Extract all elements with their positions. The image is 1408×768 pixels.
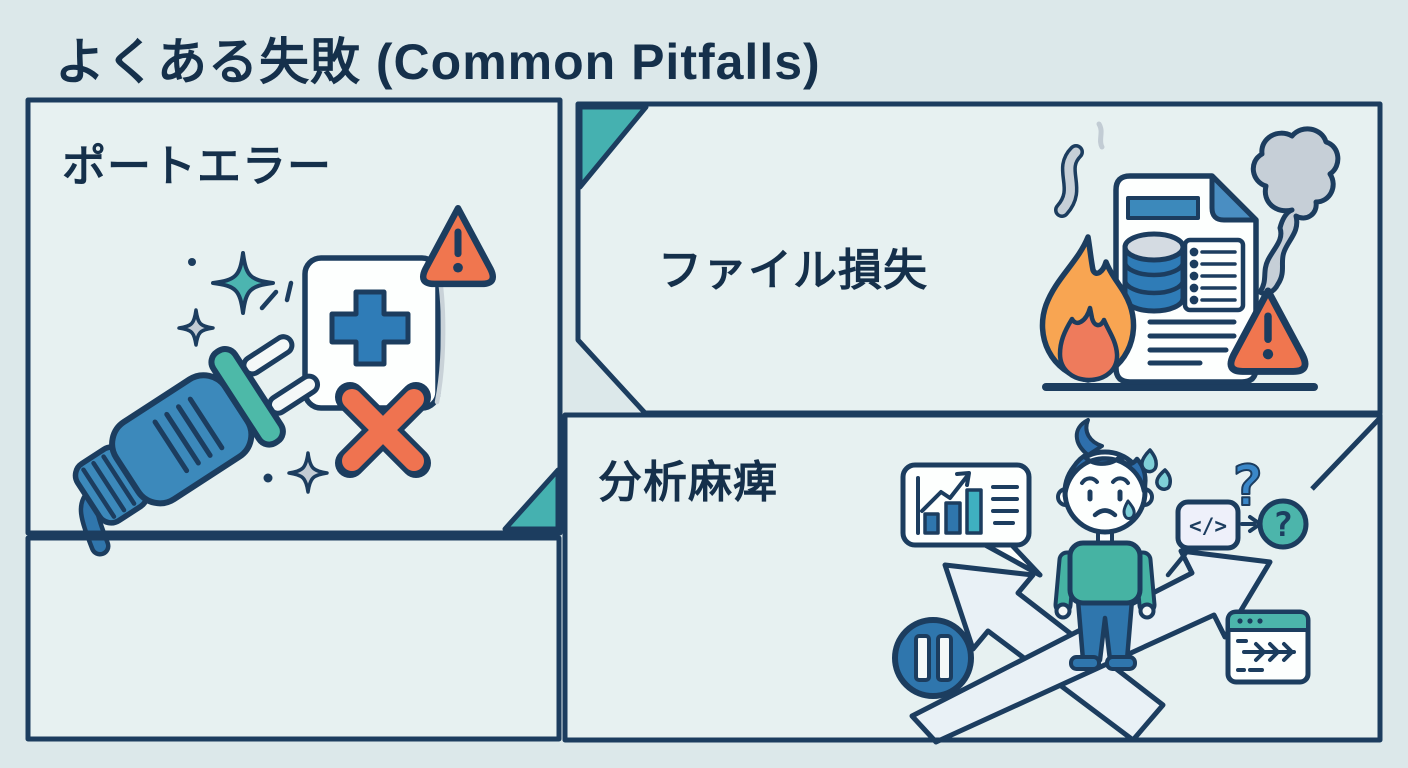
teal-corner-triangle [577,104,649,190]
code-bubble-icon: </> [1165,499,1241,578]
browser-window-icon [1225,609,1311,685]
plug-icon [72,334,321,557]
list-panel-icon [1182,237,1246,313]
fire-inner [1057,305,1120,383]
branch-arrow-glyph [1236,639,1296,672]
file-loss-illustration [1039,121,1341,391]
folded-corner [1209,173,1259,223]
corner-accents [502,104,649,532]
eyebrows [1080,476,1130,485]
warning-triangle-icon [420,205,496,288]
sparkle-icon [177,251,329,494]
panel-empty-bg [28,538,559,739]
doc-text-lines [1147,319,1237,366]
shoe [1069,655,1101,671]
question-circle-icon: ? [1257,498,1309,550]
panel-port-error-border [25,97,563,536]
pause-icon [892,617,974,699]
panel-port-error-label: ポートエラー [62,142,332,191]
sweat-drops-icon [1140,448,1172,491]
hand [1138,602,1156,620]
poster-title: よくある失敗 (Common Pitfalls) [55,34,821,90]
puzzle-icon [329,289,411,367]
code-glyph: </> [1189,514,1227,538]
warning-triangle-icon [1227,287,1309,375]
database-icon [1122,231,1186,314]
sad-mouth [1092,508,1118,518]
analysis-paralysis-illustration: </> ? ? [892,418,1311,745]
corner-slash-decor [1310,417,1381,491]
smoke-icon [1054,121,1341,297]
panel-analysis-paralysis-label: 分析麻痺 [598,458,778,507]
hair-tuft [1074,418,1104,457]
shoe [1105,655,1137,671]
doc-header-bar [1126,196,1200,220]
tear-drop [1122,499,1136,520]
plug-collar [208,346,286,448]
fire-icon [1039,234,1137,383]
question-mark: ? [1230,454,1264,519]
hair [1062,453,1148,499]
question-glyph: ? [1273,505,1293,545]
panel-file-loss-label: ファイル損失 [658,246,928,295]
worried-person [1053,418,1157,671]
panel-empty-border [25,535,562,742]
teal-corner-triangle [502,467,561,532]
hand [1054,602,1072,620]
chart-bubble-icon [900,462,1043,578]
port-error-illustration [72,205,496,557]
sweater [1067,540,1143,606]
x-mark-icon [335,382,431,478]
smoke-cloud [1250,126,1341,297]
panel-borders [25,97,1383,743]
panel-analysis-paralysis-border [562,412,1383,743]
eyes [1087,489,1123,502]
